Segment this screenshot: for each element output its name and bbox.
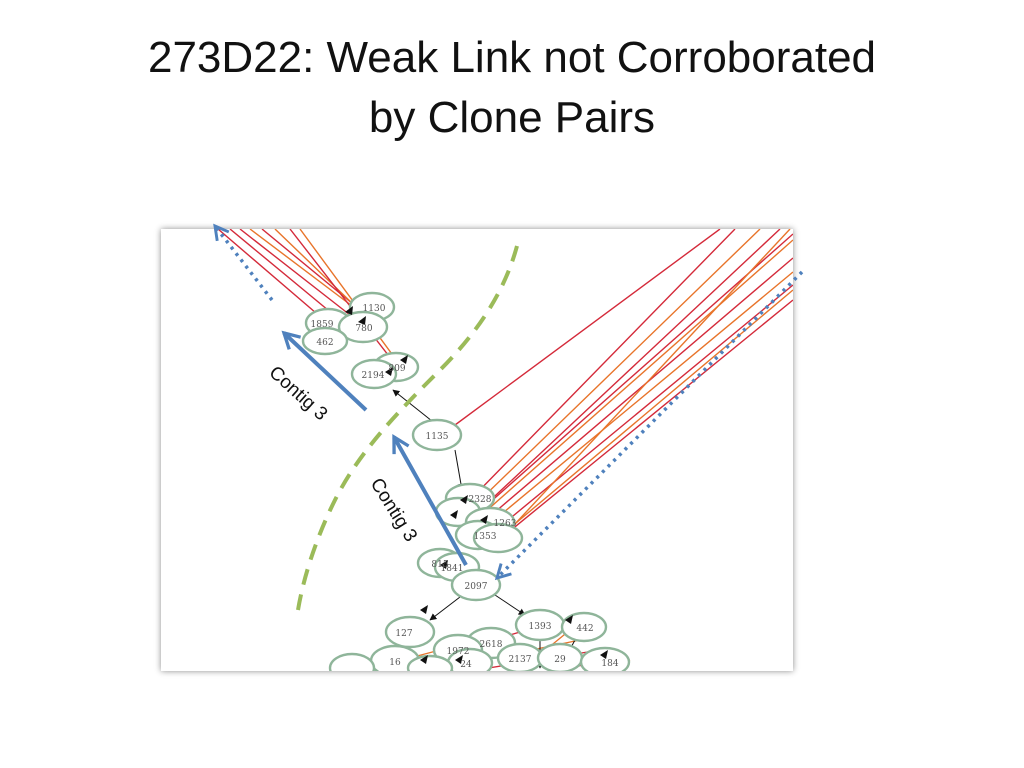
- node-label-462: 462: [316, 338, 333, 348]
- node-label-815: 815: [431, 560, 448, 570]
- node-label-2194: 2194: [362, 371, 385, 381]
- node-label-2618: 2618: [480, 640, 503, 650]
- slide-title-line-2: by Clone Pairs: [368, 93, 656, 142]
- node-label-24: 24: [460, 660, 472, 670]
- node-label-1393: 1393: [529, 622, 552, 632]
- node-label-1841: 1841: [441, 564, 464, 574]
- contig-arrow-upper: [284, 333, 368, 412]
- contig-label-lower: Contig 3: [366, 475, 421, 546]
- node-label-2137: 2137: [509, 655, 532, 665]
- node-label-16: 16: [389, 658, 401, 668]
- node-label-1135: 1135: [426, 432, 449, 442]
- node-label-2328: 2328: [469, 495, 492, 505]
- node-label-780: 780: [355, 324, 372, 334]
- node-label-1263: 1263: [494, 519, 517, 529]
- node-label-1353: 1353: [474, 532, 497, 542]
- node-label-184: 184: [601, 659, 618, 669]
- graph-nodes: [301, 291, 631, 671]
- slide-title: 273D22: Weak Link not Corroborated by Cl…: [0, 28, 1024, 148]
- graph-content: 1130 1859 780 462 809 2194 1135 2328 126…: [217, 229, 793, 671]
- node-label-809: 809: [388, 364, 405, 374]
- node-label-1972: 1972: [447, 647, 470, 657]
- node-arrowheads: [345, 306, 608, 664]
- node-label-127: 127: [395, 629, 412, 639]
- weak-link-boundary-curve: [296, 245, 519, 611]
- blue-dotted-arrow-upper-left: [215, 226, 274, 302]
- node-label-442: 442: [576, 624, 593, 634]
- contig-arrow-lower: [392, 437, 468, 566]
- slide-title-line-1: 273D22: Weak Link not Corroborated: [147, 33, 877, 82]
- node-label-2097: 2097: [465, 582, 488, 592]
- node-label-29: 29: [554, 655, 566, 665]
- node-label-1130: 1130: [363, 304, 386, 314]
- blue-dotted-arrow-lower-right: [497, 270, 804, 578]
- node-label-1859: 1859: [311, 320, 334, 330]
- node-labels: 1130 1859 780 462 809 2194 1135 2328 126…: [311, 304, 619, 670]
- contig-label-upper: Contig 3: [265, 362, 332, 425]
